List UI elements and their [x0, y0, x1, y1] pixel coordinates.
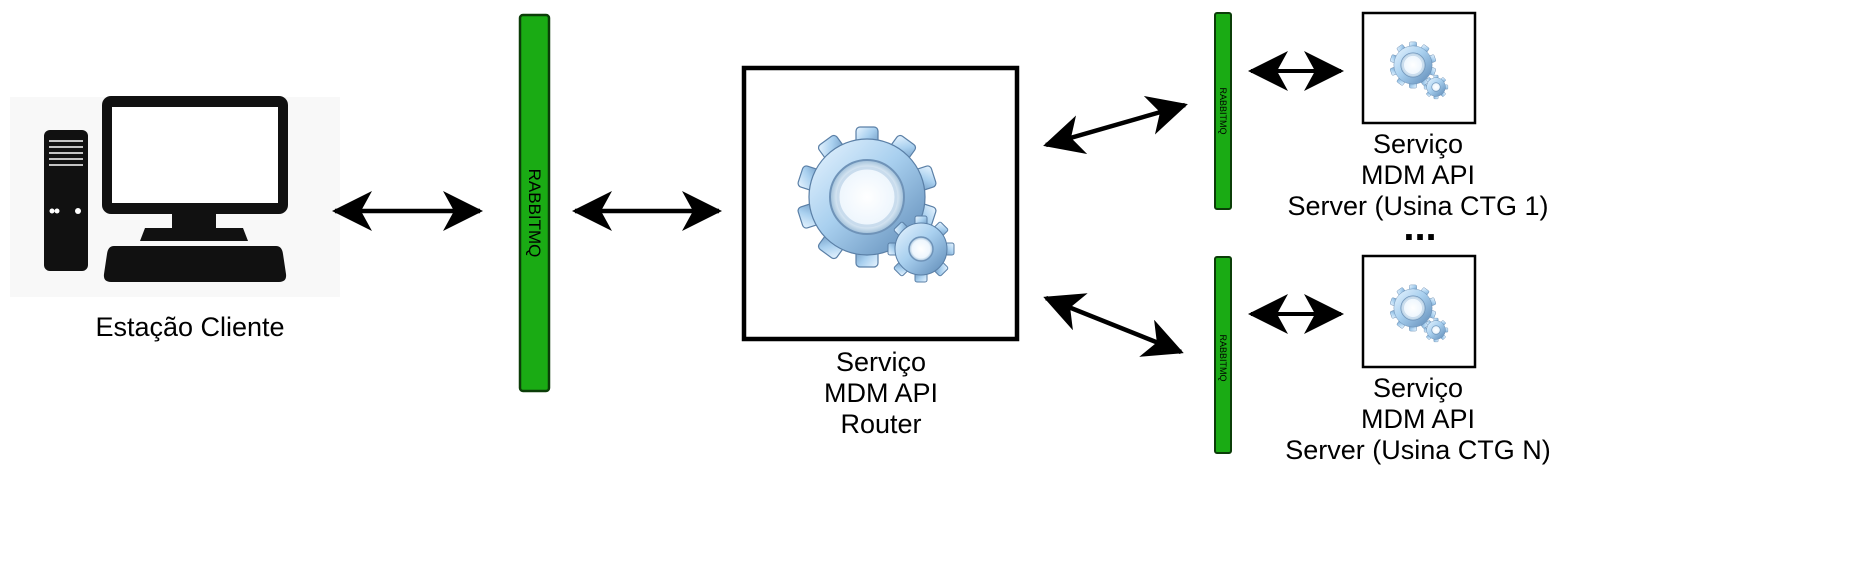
queue-main-label: RABBITMQ [525, 169, 544, 258]
server-usina-n-box [1361, 254, 1477, 369]
computer-tower-icon [44, 130, 88, 271]
router-label: Serviço MDM API Router [823, 347, 939, 439]
arrow-router-usina-n [1043, 293, 1184, 357]
server-usina-1-label: Serviço MDM API Server (Usina CTG 1) [1287, 129, 1549, 221]
server-usina-n-label: Serviço MDM API Server (Usina CTG N) [1285, 373, 1551, 465]
queue-main-bar: RABBITMQ [518, 13, 551, 393]
queue-usina-1-bar: RABBITMQ [1214, 12, 1232, 210]
client-label-text: Estação Cliente [95, 312, 285, 342]
server-usina-1-box [1361, 11, 1477, 125]
ellipsis: ... [1403, 205, 1436, 249]
arrow-router-usina-1 [1043, 96, 1188, 154]
queue-usina-n-label: RABBITMQ [1218, 334, 1228, 381]
router-service-box [741, 65, 1020, 342]
queue-usina-n-bar: RABBITMQ [1214, 256, 1232, 454]
client-workstation-icon [10, 96, 340, 297]
keyboard-icon [103, 246, 287, 282]
client-label: Estação Cliente [95, 312, 284, 343]
queue-usina-1-label: RABBITMQ [1218, 87, 1228, 134]
